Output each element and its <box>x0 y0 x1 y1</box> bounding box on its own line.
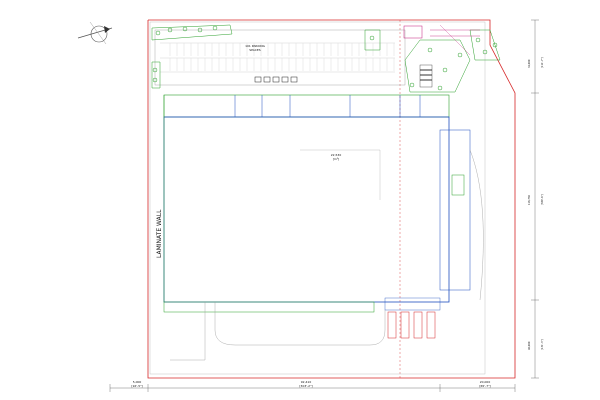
site-boundary <box>149 21 486 375</box>
tree-icon <box>182 26 188 32</box>
tree-icon <box>212 25 218 31</box>
office-strip <box>163 94 450 118</box>
property-line <box>147 19 516 379</box>
tree-icon <box>457 52 463 58</box>
tree-icon <box>167 27 173 33</box>
crosswalk <box>419 64 433 88</box>
truck-bays <box>387 311 436 339</box>
dimension-lines <box>109 19 539 392</box>
dim-mid-right-imperial: [389'-6"] <box>541 194 544 205</box>
landscape-islands <box>151 24 501 93</box>
dim-low-right-metric: 40,000 <box>528 341 531 350</box>
building-area-unit: [m²] <box>333 157 339 161</box>
building-area-value: 22,530 <box>331 153 342 157</box>
tree-icon <box>482 49 488 55</box>
truck-trailer-icon <box>387 311 397 339</box>
tree-icon <box>152 67 158 73</box>
truck-trailer-icon <box>413 311 423 339</box>
truck-trailer-icon <box>400 311 410 339</box>
dim-bottom-metric: 92,410 <box>301 380 312 384</box>
tree-icon <box>152 77 158 83</box>
dim-low-right-imperial: [131'-3"] <box>541 339 544 350</box>
tree-icon <box>409 82 415 88</box>
accessible-parking-icon <box>254 76 298 83</box>
dim-bottom-imperial: [303'-2"] <box>299 384 312 388</box>
parking-label-line2: SPACES <box>249 48 261 52</box>
truck-trailer-icon <box>426 311 436 339</box>
tree-icon <box>369 35 375 41</box>
loading-dock <box>163 297 441 339</box>
tree-icon <box>437 85 443 91</box>
truck-court <box>170 149 484 361</box>
dim-right-metric: 20,000 <box>480 380 491 384</box>
parking-label-line1: 101 PARKING <box>245 44 266 48</box>
parking-lot <box>154 29 406 86</box>
dim-top-right-metric: 34,000 <box>528 59 531 68</box>
dim-right-imperial: [65'-7"] <box>479 384 490 388</box>
building-outline <box>163 95 471 303</box>
tree-icon <box>197 27 203 33</box>
dim-left-imperial: [16'-5"] <box>131 384 142 388</box>
laminate-wall-label: LAMINATE WALL <box>156 209 163 258</box>
trees <box>152 25 498 91</box>
dim-top-right-imperial: [111'-7"] <box>541 57 544 68</box>
tree-icon <box>475 37 481 43</box>
tree-icon <box>155 30 161 36</box>
tree-icon <box>492 42 498 48</box>
north-arrow-icon <box>77 21 113 45</box>
parking-stalls <box>169 43 395 71</box>
site-accents <box>403 24 480 56</box>
tree-icon <box>427 47 433 53</box>
tree-icon <box>442 67 448 73</box>
dim-left-metric: 5,000 <box>133 380 142 384</box>
dim-mid-right-metric: 118,730 <box>528 195 531 205</box>
